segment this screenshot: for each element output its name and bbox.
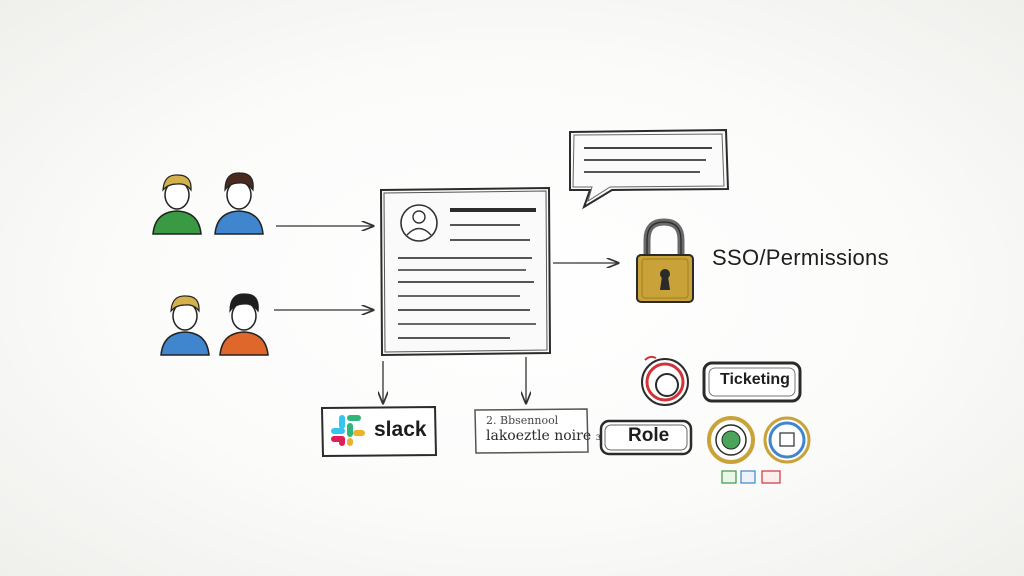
ticketing-box — [702, 361, 802, 403]
user-icon — [152, 174, 202, 235]
chat-bubble-icon — [569, 128, 730, 210]
integration-badge-icon — [763, 416, 811, 464]
text-box — [474, 408, 589, 454]
role-box — [599, 419, 693, 456]
profile-document — [379, 186, 552, 357]
sso-permissions-label: SSO/Permissions — [712, 245, 889, 270]
ticketing-label: Ticketing — [720, 371, 790, 388]
record-icon — [641, 355, 689, 406]
box-line-2: lakoeztle noire ₃ — [486, 428, 602, 444]
user-icon — [160, 295, 210, 356]
integration-badge-icon — [707, 416, 755, 464]
slack-label: slack — [374, 418, 427, 441]
profile-avatar-icon — [400, 204, 438, 242]
slack-logo-icon — [331, 415, 365, 446]
lock-icon — [636, 218, 694, 303]
role-label: Role — [628, 425, 670, 446]
box-line-1: 2. Bbsennool — [486, 414, 559, 427]
small-icons — [721, 470, 781, 484]
user-icon — [214, 172, 264, 235]
user-icon — [219, 293, 269, 356]
